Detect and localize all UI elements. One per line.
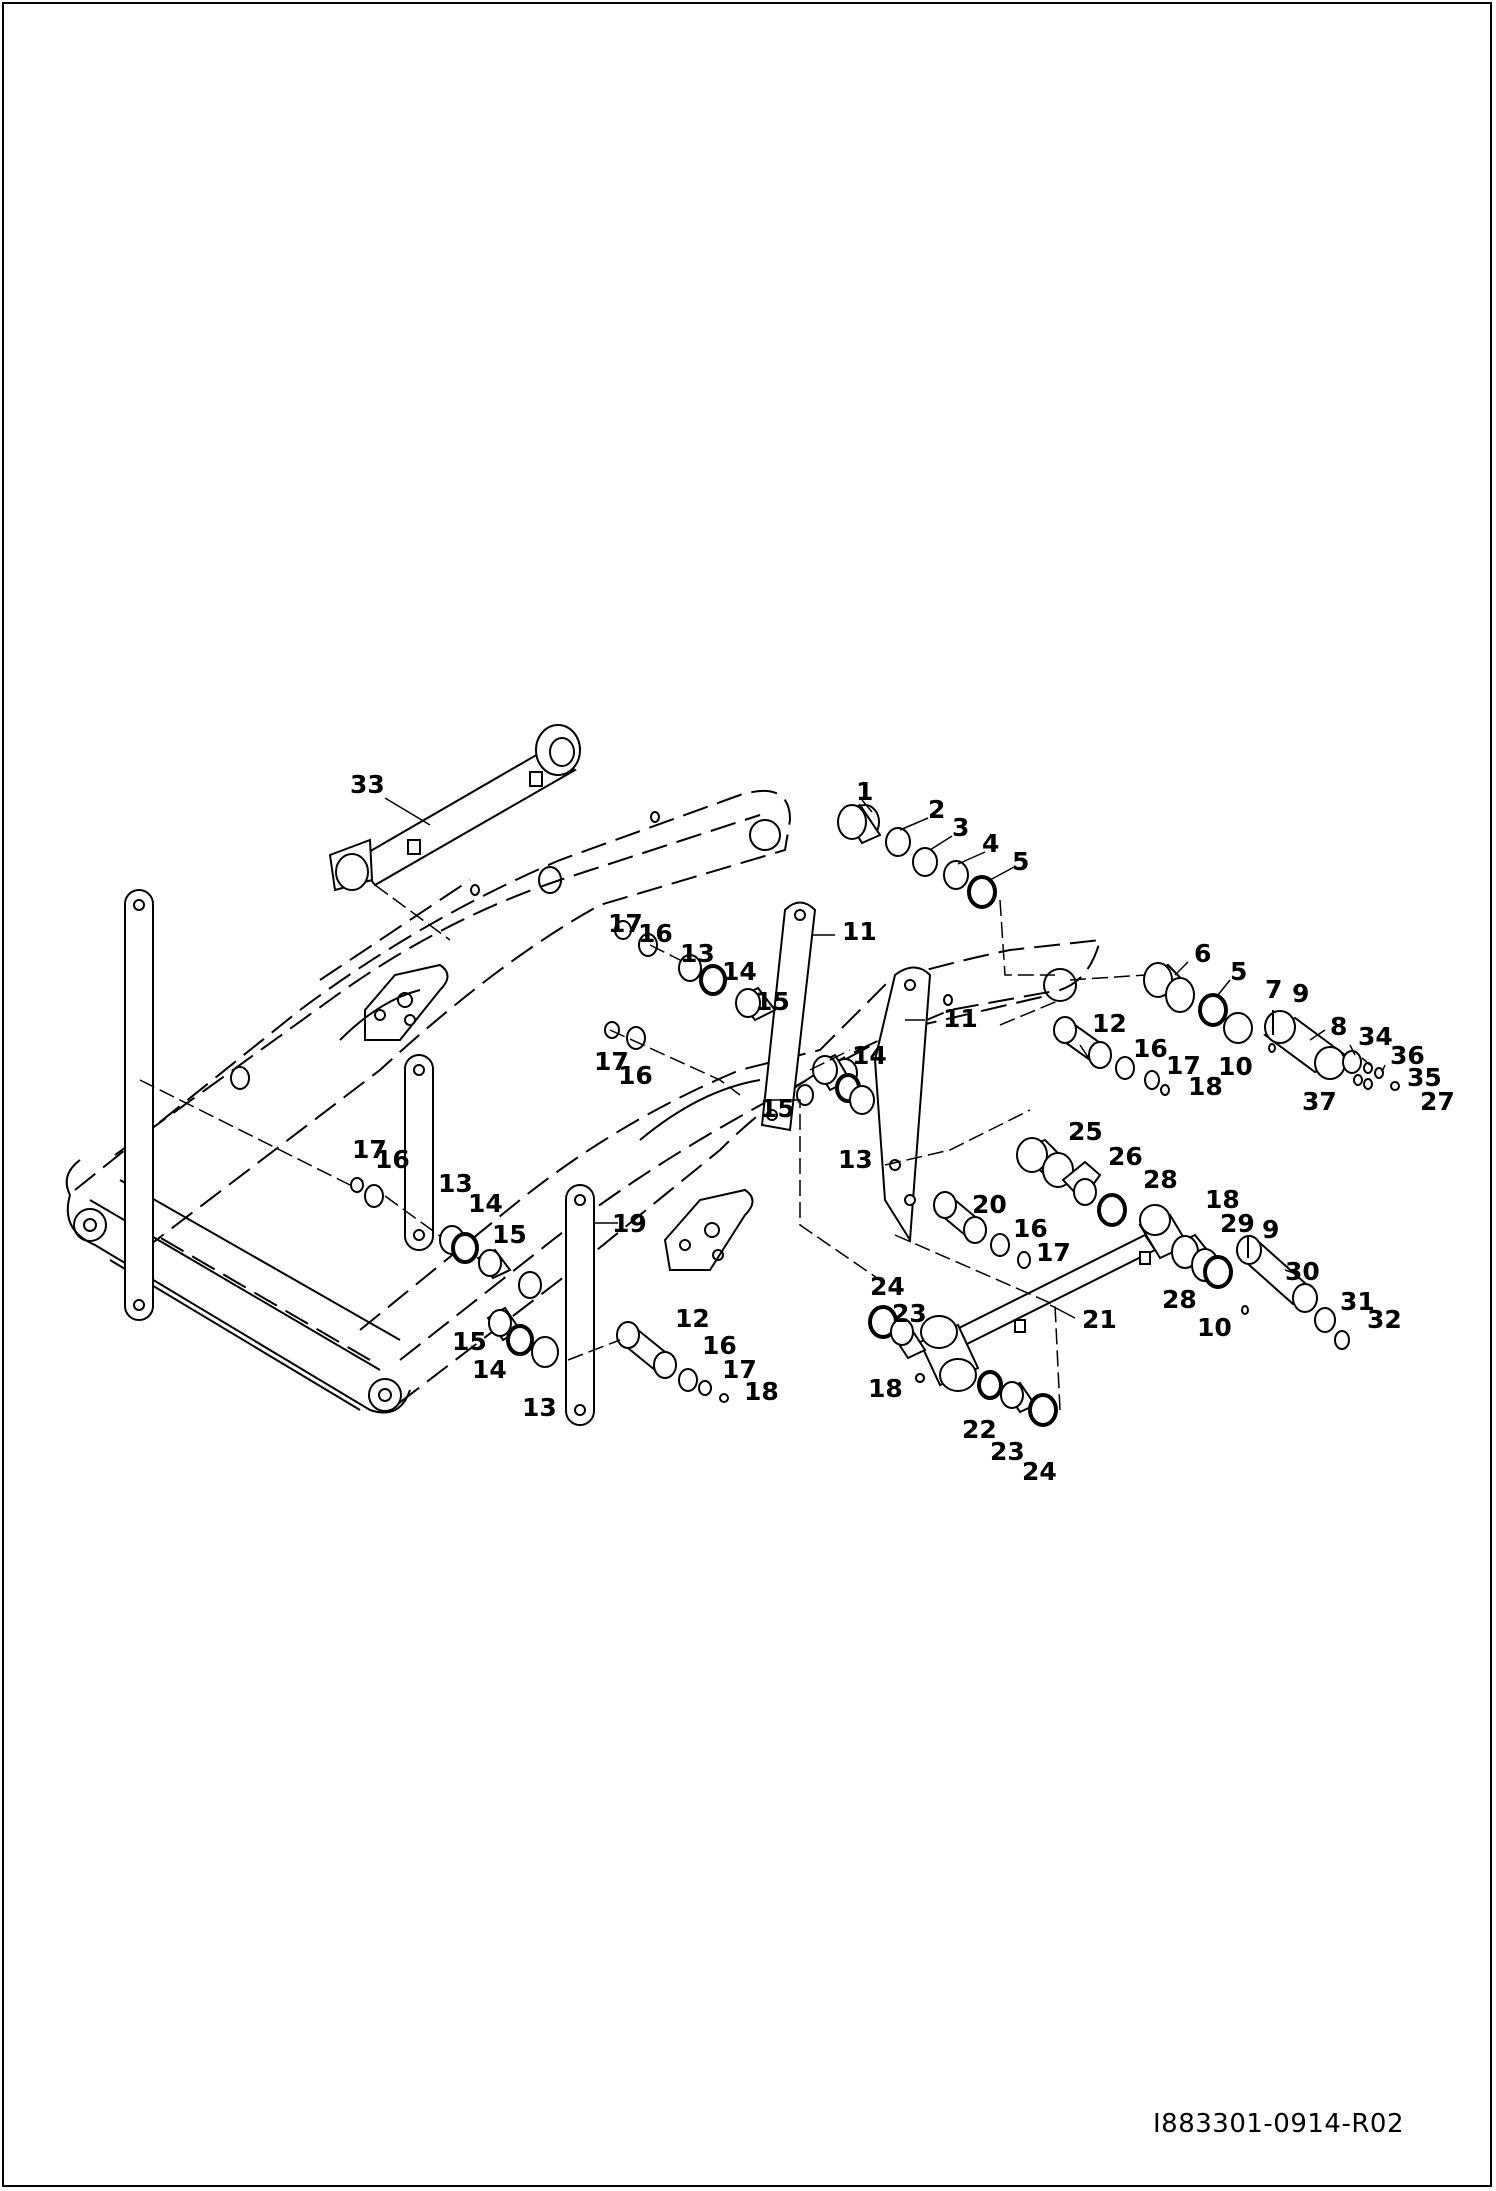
callout-4: 4 — [982, 829, 999, 858]
callout-17-left: 17 — [352, 1135, 387, 1164]
callout-16-left: 16 — [375, 1145, 410, 1174]
callout-29: 29 — [1220, 1209, 1255, 1238]
callout-20: 20 — [972, 1190, 1007, 1219]
plate-mid-left — [404, 1054, 434, 1251]
callout-9-lower: 9 — [1262, 1215, 1279, 1244]
callout-34: 34 — [1358, 1022, 1393, 1051]
callout-16-top: 16 — [638, 919, 673, 948]
callout-18-bottom: 18 — [744, 1377, 779, 1406]
part-32 — [1334, 1330, 1350, 1350]
callout-19: 19 — [612, 1209, 647, 1238]
callout-17-mid: 17 — [594, 1047, 629, 1076]
callout-3: 3 — [952, 813, 969, 842]
plate-left — [124, 889, 154, 1321]
callout-9-upper: 9 — [1292, 979, 1309, 1008]
callout-31: 31 — [1340, 1287, 1375, 1316]
part-34 — [1342, 1050, 1362, 1074]
callout-18-upper-right: 18 — [1188, 1072, 1223, 1101]
callout-33: 33 — [350, 770, 385, 799]
part-33-link — [328, 724, 581, 892]
callout-16-center-right: 16 — [1013, 1214, 1048, 1243]
callout-28-lower: 28 — [1162, 1285, 1197, 1314]
callout-7: 7 — [1265, 975, 1282, 1004]
callout-27: 27 — [1420, 1087, 1455, 1116]
callout-37: 37 — [1302, 1087, 1337, 1116]
callout-23-upper: 23 — [892, 1299, 927, 1328]
callout-14-left: 14 — [468, 1189, 503, 1218]
callout-12-lower: 12 — [675, 1304, 710, 1333]
callout-5-right: 5 — [1230, 957, 1247, 986]
front-arm-outline — [74, 790, 792, 1261]
callout-17-top: 17 — [608, 909, 643, 938]
callout-15-center: 15 — [760, 1094, 795, 1123]
callout-15-left: 15 — [492, 1220, 527, 1249]
callout-18-lower: 18 — [868, 1374, 903, 1403]
part-22 — [977, 1370, 1003, 1400]
callout-17-lower: 17 — [722, 1355, 757, 1384]
callout-16-lower: 16 — [702, 1331, 737, 1360]
lift-arm-frame — [65, 790, 1102, 1414]
callout-17-upper-right: 17 — [1166, 1051, 1201, 1080]
callout-28-upper: 28 — [1143, 1165, 1178, 1194]
callout-26: 26 — [1108, 1142, 1143, 1171]
part-4 — [943, 860, 969, 890]
callout-18-right: 18 — [1205, 1185, 1240, 1214]
callout-1: 1 — [856, 777, 873, 806]
callout-13-top: 13 — [680, 939, 715, 968]
document-id: I883301-0914-R02 — [1152, 2109, 1404, 2139]
callout-8: 8 — [1330, 1012, 1347, 1041]
callout-11-lower: 11 — [943, 1004, 978, 1033]
callout-15-top: 15 — [755, 987, 790, 1016]
callout-14-center: 14 — [852, 1041, 887, 1070]
callout-16-mid: 16 — [618, 1061, 653, 1090]
callout-14-bottom: 14 — [472, 1355, 507, 1384]
callout-24-lower: 24 — [1022, 1457, 1057, 1486]
callout-6: 6 — [1194, 939, 1211, 968]
callout-35: 35 — [1407, 1063, 1442, 1092]
callout-5-upper: 5 — [1012, 847, 1029, 876]
callout-12-upper: 12 — [1092, 1009, 1127, 1038]
part-31 — [1314, 1307, 1336, 1333]
callout-24-upper: 24 — [870, 1272, 905, 1301]
leader-lines — [384, 797, 1386, 1319]
bracket-lower — [663, 1188, 754, 1271]
callout-23-lower: 23 — [990, 1437, 1025, 1466]
alignment-lines — [139, 884, 1146, 1411]
plate-11-upper — [760, 901, 817, 1132]
plate-19 — [565, 1184, 595, 1426]
callout-13-left: 13 — [438, 1169, 473, 1198]
part-28-upper — [1097, 1193, 1127, 1227]
callout-16-upper-right: 16 — [1133, 1034, 1168, 1063]
callout-32: 32 — [1367, 1305, 1402, 1334]
part-3 — [912, 847, 938, 877]
callout-11-upper: 11 — [842, 917, 877, 946]
callout-13-bottom: 13 — [522, 1393, 557, 1422]
callouts: 33 1 2 3 4 5 11 11 17 16 13 14 15 17 16 … — [350, 770, 1455, 1486]
callout-25: 25 — [1068, 1117, 1103, 1146]
callout-10-upper: 10 — [1218, 1052, 1253, 1081]
part-5-upper — [967, 875, 997, 909]
callout-36: 36 — [1390, 1041, 1425, 1070]
part-5-right — [1198, 993, 1228, 1027]
part-24-lower — [1028, 1393, 1058, 1427]
bracket-upper — [364, 963, 449, 1041]
parts — [124, 724, 1400, 1427]
plate-11-lower — [873, 966, 932, 1244]
part-2 — [885, 827, 911, 857]
callout-17-center-right: 17 — [1036, 1238, 1071, 1267]
callout-2: 2 — [928, 795, 945, 824]
part-28-lower — [1203, 1255, 1233, 1289]
callout-10-lower: 10 — [1197, 1313, 1232, 1342]
callout-21: 21 — [1082, 1305, 1117, 1334]
callout-22: 22 — [962, 1415, 997, 1444]
callout-13-center: 13 — [838, 1145, 873, 1174]
callout-30: 30 — [1285, 1257, 1320, 1286]
callout-15-bottom: 15 — [452, 1327, 487, 1356]
callout-14-top: 14 — [722, 957, 757, 986]
